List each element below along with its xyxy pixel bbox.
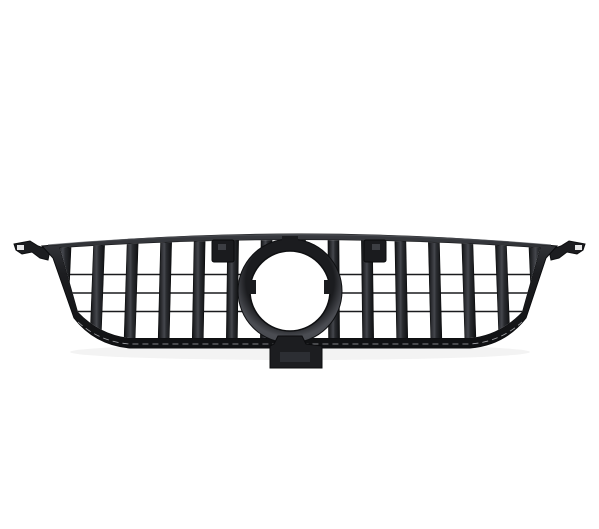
upper-clip-left bbox=[211, 239, 235, 263]
vertical-bar bbox=[123, 240, 139, 338]
vertical-bar bbox=[461, 240, 477, 338]
right-mounting-tab bbox=[548, 240, 586, 261]
vertical-bar bbox=[394, 240, 409, 338]
lower-center-bracket bbox=[269, 335, 323, 369]
frame-top-highlight bbox=[47, 233, 552, 246]
vertical-bar bbox=[191, 240, 206, 338]
vertical-bar bbox=[427, 240, 443, 338]
vertical-bar bbox=[89, 240, 106, 338]
upper-clip-right bbox=[363, 239, 387, 263]
left-mounting-tab bbox=[13, 240, 51, 261]
vertical-bar bbox=[157, 240, 173, 338]
vertical-bar bbox=[494, 240, 511, 338]
